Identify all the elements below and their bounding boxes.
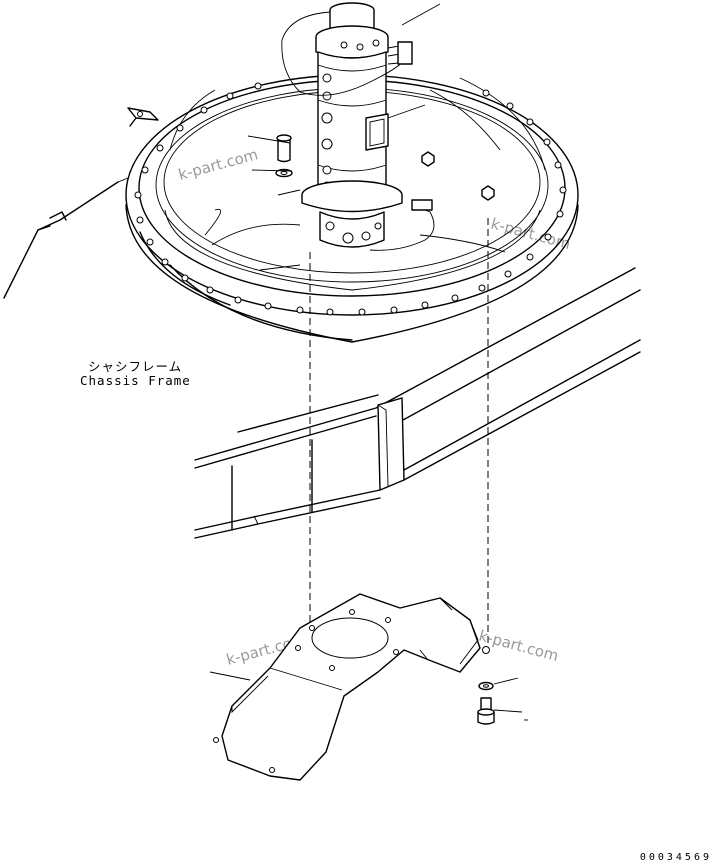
leader-lines-upper bbox=[117, 3, 441, 196]
chassis-frame-label-jp: シャシフレーム bbox=[88, 359, 183, 374]
watermark: k-part.com bbox=[176, 145, 260, 184]
bolt-washer-upper bbox=[275, 134, 293, 178]
alignment-lines bbox=[309, 218, 489, 648]
chassis-frame-label-en: Chassis Frame bbox=[80, 373, 191, 388]
bolt-washer-lower bbox=[477, 681, 495, 725]
swivel-joint bbox=[281, 2, 435, 251]
mounting-bracket bbox=[213, 593, 490, 781]
chassis-frame-rails bbox=[194, 267, 641, 539]
watermark: k-part.com bbox=[477, 626, 561, 665]
ring-tab bbox=[127, 107, 159, 127]
chassis-frame-outline bbox=[3, 181, 119, 299]
figure-number: 00034569 bbox=[639, 852, 712, 863]
leader-lines-lower bbox=[209, 671, 528, 721]
flange-bolt-holes bbox=[134, 82, 567, 316]
